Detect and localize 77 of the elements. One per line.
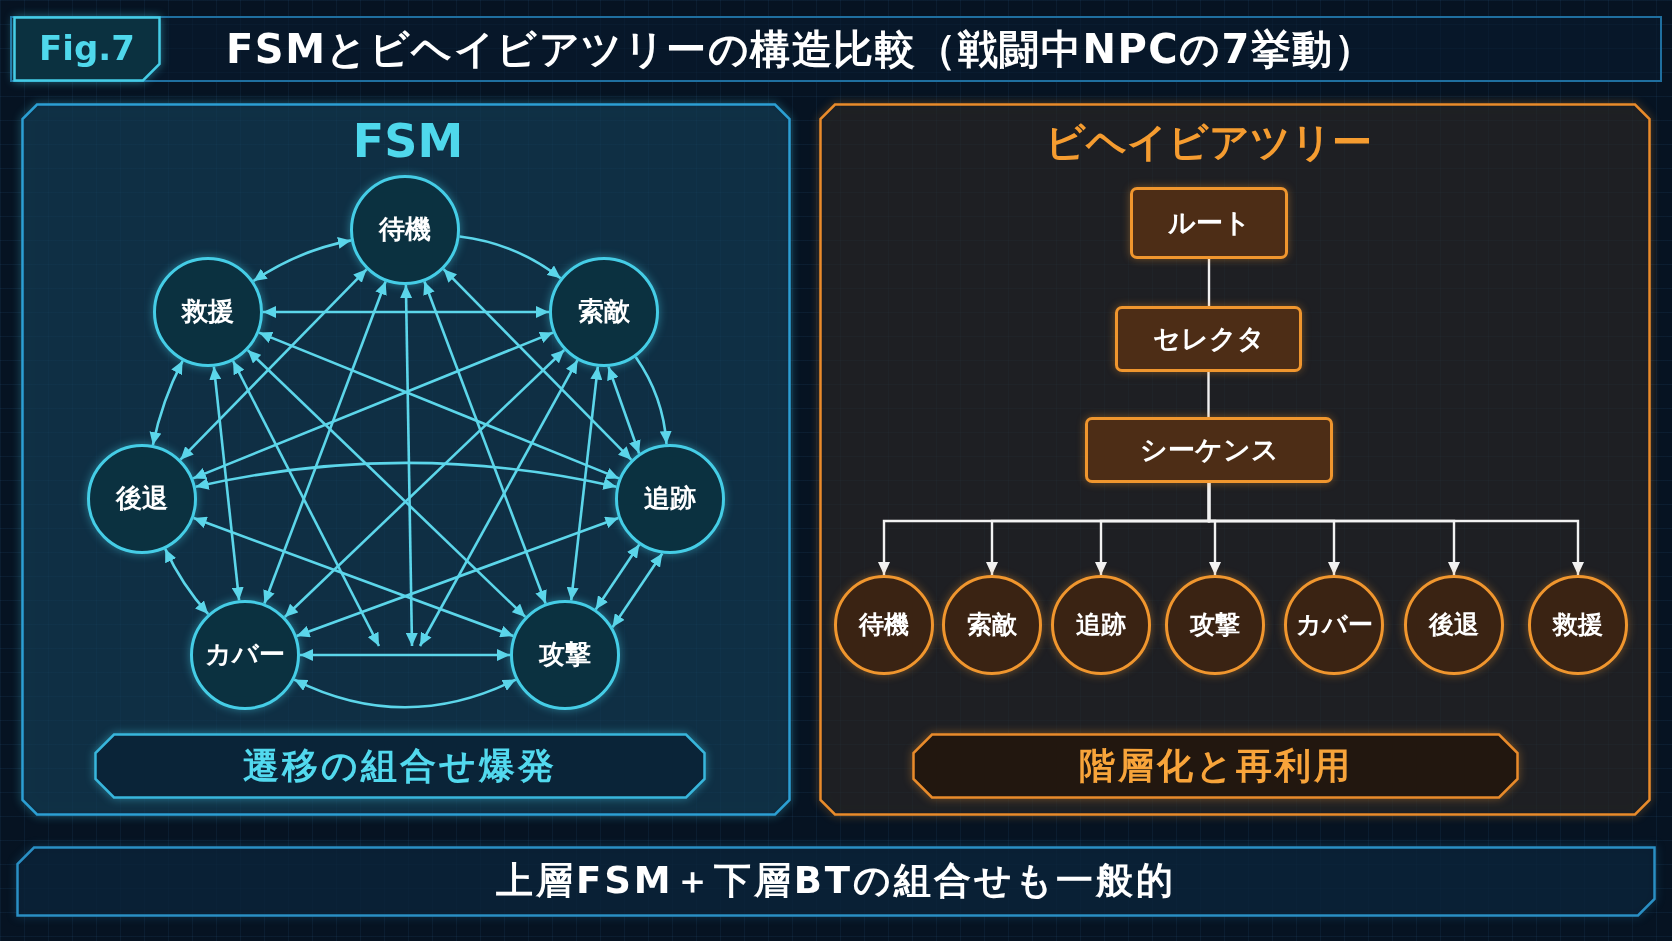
state-label: カバー xyxy=(205,640,285,670)
fsm-panel xyxy=(21,103,791,816)
banner-text: 遷移の組合せ爆発 xyxy=(243,745,557,787)
action-circle xyxy=(1051,575,1151,675)
double-headed-arrow xyxy=(164,548,210,615)
action-label: 救援 xyxy=(1553,610,1603,640)
double-headed-arrow xyxy=(263,306,549,318)
state-label: 待機 xyxy=(379,215,431,245)
state-circle xyxy=(350,175,460,285)
node-label: シーケンス xyxy=(1139,434,1279,466)
tree-node-box xyxy=(1085,417,1333,483)
double-headed-arrow xyxy=(263,281,387,604)
double-headed-arrow xyxy=(193,516,514,638)
node-label: ルート xyxy=(1167,207,1251,239)
state-label: 攻撃 xyxy=(539,640,591,670)
action-circle xyxy=(1165,575,1265,675)
connector-line xyxy=(1207,259,1211,306)
double-headed-arrow xyxy=(566,366,603,601)
panel-heading: FSM xyxy=(352,115,464,168)
double-headed-arrow xyxy=(418,359,579,647)
banner-text: 階層化と再利用 xyxy=(1078,745,1353,787)
double-headed-arrow xyxy=(442,268,633,461)
double-headed-arrow xyxy=(209,366,244,601)
double-headed-arrow xyxy=(611,552,664,629)
arrow xyxy=(1207,483,1584,575)
double-headed-arrow xyxy=(192,331,554,480)
action-label: 攻撃 xyxy=(1190,610,1240,640)
double-headed-arrow xyxy=(300,649,510,661)
state-circle xyxy=(510,600,620,710)
diagram-title: FSMとビヘイビアツリーの構造比較（戦闘中NPCの7挙動） xyxy=(226,26,1376,72)
state-label: 索敵 xyxy=(578,297,630,327)
action-label: 後退 xyxy=(1429,610,1479,640)
action-label: 待機 xyxy=(859,610,909,640)
figure-tag xyxy=(13,16,161,82)
action-label: カバー xyxy=(1295,610,1373,640)
panel-heading: ビヘイビアツリー xyxy=(1044,119,1372,165)
action-circle xyxy=(834,575,934,675)
tree-node-box xyxy=(1130,187,1288,259)
summary-banner xyxy=(94,733,706,799)
double-headed-arrow xyxy=(400,284,418,647)
double-headed-arrow xyxy=(195,461,617,490)
state-circle xyxy=(153,257,263,367)
state-label: 救援 xyxy=(182,297,234,327)
figure-number: Fig.7 xyxy=(39,29,135,69)
state-circle xyxy=(87,444,197,554)
double-headed-arrow xyxy=(246,349,527,618)
action-label: 索敵 xyxy=(967,610,1017,640)
state-circle xyxy=(615,444,725,554)
action-label: 追跡 xyxy=(1076,610,1126,640)
double-headed-arrow xyxy=(283,349,566,618)
state-circle xyxy=(190,600,300,710)
double-headed-arrow xyxy=(252,237,352,283)
double-headed-arrow xyxy=(231,360,381,647)
double-headed-arrow xyxy=(179,268,368,461)
double-headed-arrow xyxy=(594,543,641,611)
footer-bar xyxy=(16,846,1656,917)
node-label: セレクタ xyxy=(1152,323,1265,355)
action-circle xyxy=(1404,575,1504,675)
connector-line xyxy=(1207,372,1210,417)
action-circle xyxy=(1528,575,1628,675)
double-headed-arrow xyxy=(149,360,184,446)
state-circle xyxy=(549,257,659,367)
behavior-tree-panel xyxy=(819,103,1651,816)
double-headed-arrow xyxy=(607,366,641,454)
action-circle xyxy=(1284,575,1384,675)
double-headed-arrow xyxy=(296,516,619,638)
footer-text: 上層FSM＋下層BTの組合せも一般的 xyxy=(495,860,1177,903)
state-label: 後退 xyxy=(116,484,168,514)
tree-node-box xyxy=(1115,306,1302,372)
double-headed-arrow xyxy=(293,678,517,709)
double-headed-arrow xyxy=(423,281,547,604)
double-headed-arrow xyxy=(258,331,620,480)
action-circle xyxy=(942,575,1042,675)
arrow xyxy=(459,235,562,280)
state-label: 追跡 xyxy=(644,484,696,514)
arrow xyxy=(634,356,672,445)
summary-banner xyxy=(912,733,1519,799)
